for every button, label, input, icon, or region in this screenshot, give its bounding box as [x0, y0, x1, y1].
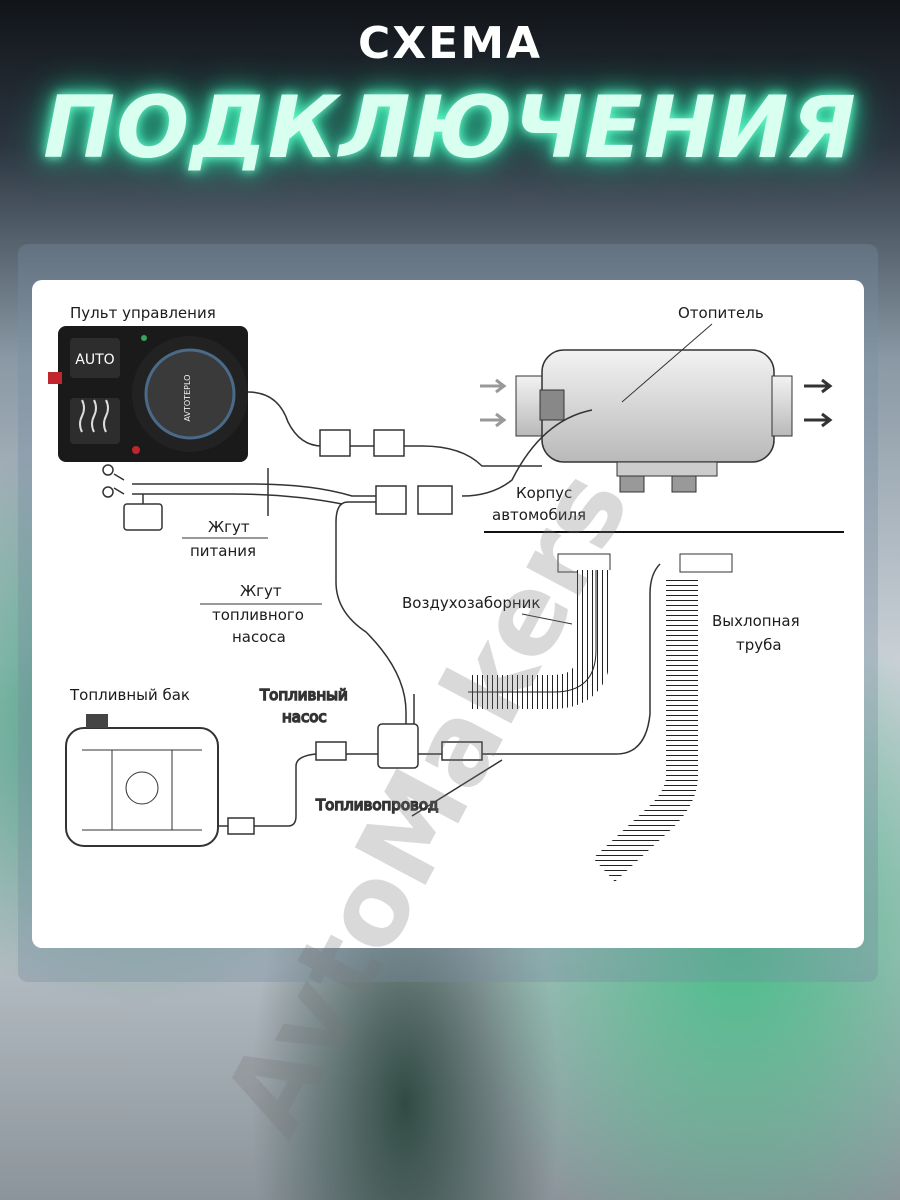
- label-exhaust: Выхлопная: [712, 612, 800, 630]
- auto-button-label: AUTO: [75, 352, 114, 368]
- control-panel: AUTO AVTOTEPLO Пульт управления: [48, 304, 248, 462]
- car-body: Корпус автомобиля: [484, 484, 844, 573]
- wiring: [102, 391, 593, 742]
- label-fuel-tank: Топливный бак: [69, 686, 190, 704]
- title-top: СХЕМА: [357, 18, 543, 69]
- label-pump-harness-2: топливного: [212, 606, 304, 624]
- diagram-panel: AUTO AVTOTEPLO Пульт управления Отопител…: [32, 280, 864, 948]
- label-power-harness: Жгут: [208, 518, 250, 536]
- label-body-2: автомобиля: [492, 506, 586, 524]
- label-fuel-line: Топливопровод: [315, 796, 438, 814]
- fuel-tank: Топливный бак: [65, 686, 219, 847]
- label-fuel-pump-2: насос: [282, 708, 327, 726]
- label-exhaust-2: труба: [736, 636, 782, 654]
- label-control-panel: Пульт управления: [70, 304, 216, 322]
- fuel-line: Топливный насос Топливопровод: [218, 563, 661, 835]
- label-pump-harness-3: насоса: [232, 628, 286, 646]
- connection-diagram: AUTO AVTOTEPLO Пульт управления Отопител…: [48, 304, 844, 882]
- air-out-arrows: [804, 378, 833, 428]
- label-pump-harness: Жгут: [240, 582, 282, 600]
- label-air-intake: Воздухозаборник: [402, 594, 540, 612]
- brand-label: AVTOTEPLO: [183, 375, 192, 422]
- air-intake: Воздухозаборник: [402, 570, 611, 709]
- label-power-harness-2: питания: [190, 542, 256, 560]
- air-in-arrows: [480, 378, 507, 428]
- label-fuel-pump: Топливный: [259, 686, 348, 704]
- title-main: ПОДКЛЮЧЕНИЯ: [43, 78, 857, 178]
- label-heater: Отопитель: [678, 304, 764, 322]
- harness-labels: Жгут питания Жгут топливного насоса: [182, 518, 322, 646]
- label-body: Корпус: [516, 484, 572, 502]
- heater: Отопитель: [480, 304, 833, 493]
- heat-icon: [79, 399, 109, 433]
- exhaust-pipe: Выхлопная труба: [593, 576, 800, 882]
